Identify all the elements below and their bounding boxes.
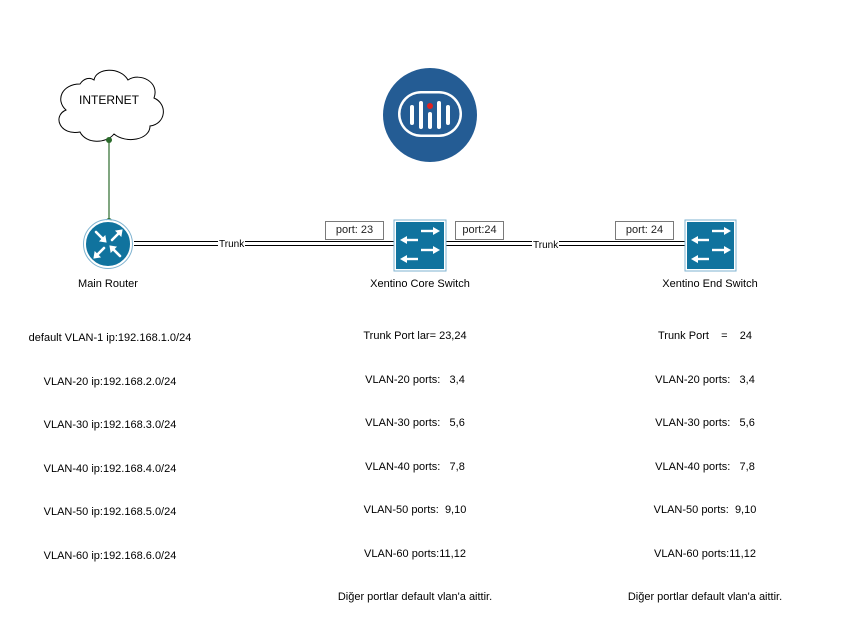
router-config-line: VLAN-50 ip:192.168.5.0/24 [43,506,177,518]
network-diagram-canvas [58,68,737,272]
router-config-line: VLAN-40 ip:192.168.4.0/24 [43,462,177,475]
internet-cloud[interactable] [58,69,164,142]
router-label: Main Router [78,278,138,290]
company-logo-icon [383,68,477,162]
router-config-line: VLAN-60 ip:192.168.6.0/24 [43,549,177,562]
end-switch-config-line: Trunk Port = 24 [657,330,753,342]
router-config-line: default VLAN-1 ip:192.168.1.0/24 [28,332,192,344]
router-icon[interactable] [83,219,133,269]
router-config-block: default VLAN-1 ip:192.168.1.0/24 VLAN-20… [10,302,210,578]
core-switch-port-left-label: port: 23 [325,221,384,240]
end-switch-config-line: VLAN-40 ports: 7,8 [655,460,755,473]
router-config-line: VLAN-30 ip:192.168.3.0/24 [43,419,177,431]
core-switch-config-line: VLAN-30 ports: 5,6 [365,417,465,429]
trunk-link-router-core [134,241,395,246]
core-switch-config-line: Diğer portlar default vlan'a aittir. [337,591,493,603]
core-switch-label: Xentino Core Switch [370,278,470,290]
core-switch-config-line: Trunk Port lar= 23,24 [363,330,467,342]
core-switch-config-block: Trunk Port lar= 23,24 VLAN-20 ports: 3,4… [315,300,515,619]
trunk-link-core-end [445,241,686,246]
core-switch-config-line: VLAN-40 ports: 7,8 [365,460,465,473]
end-switch-config-block: Trunk Port = 24 VLAN-20 ports: 3,4 VLAN-… [605,300,805,619]
trunk-label-router-core: Trunk [218,239,246,251]
internet-label: INTERNET [79,93,139,107]
core-switch-config-line: VLAN-20 ports: 3,4 [365,373,465,386]
core-switch-config-line: VLAN-50 ports: 9,10 [363,504,467,516]
end-switch-config-line: VLAN-50 ports: 9,10 [653,504,757,516]
core-switch-config-line: VLAN-60 ports:11,12 [364,547,466,560]
end-switch-config-line: Diğer portlar default vlan'a aittir. [627,591,783,603]
internet-router-link [106,137,112,224]
router-config-line: VLAN-20 ip:192.168.2.0/24 [43,375,177,388]
core-switch-icon[interactable] [393,219,447,272]
end-switch-config-line: VLAN-30 ports: 5,6 [655,417,755,429]
end-switch-label: Xentino End Switch [662,278,758,290]
end-switch-config-line: VLAN-20 ports: 3,4 [655,373,755,386]
core-switch-port-right-label: port:24 [455,221,504,240]
end-switch-config-line: VLAN-60 ports:11,12 [654,547,756,560]
end-switch-port-label: port: 24 [615,221,674,240]
end-switch-icon[interactable] [684,219,737,272]
trunk-label-core-end: Trunk [532,240,560,252]
